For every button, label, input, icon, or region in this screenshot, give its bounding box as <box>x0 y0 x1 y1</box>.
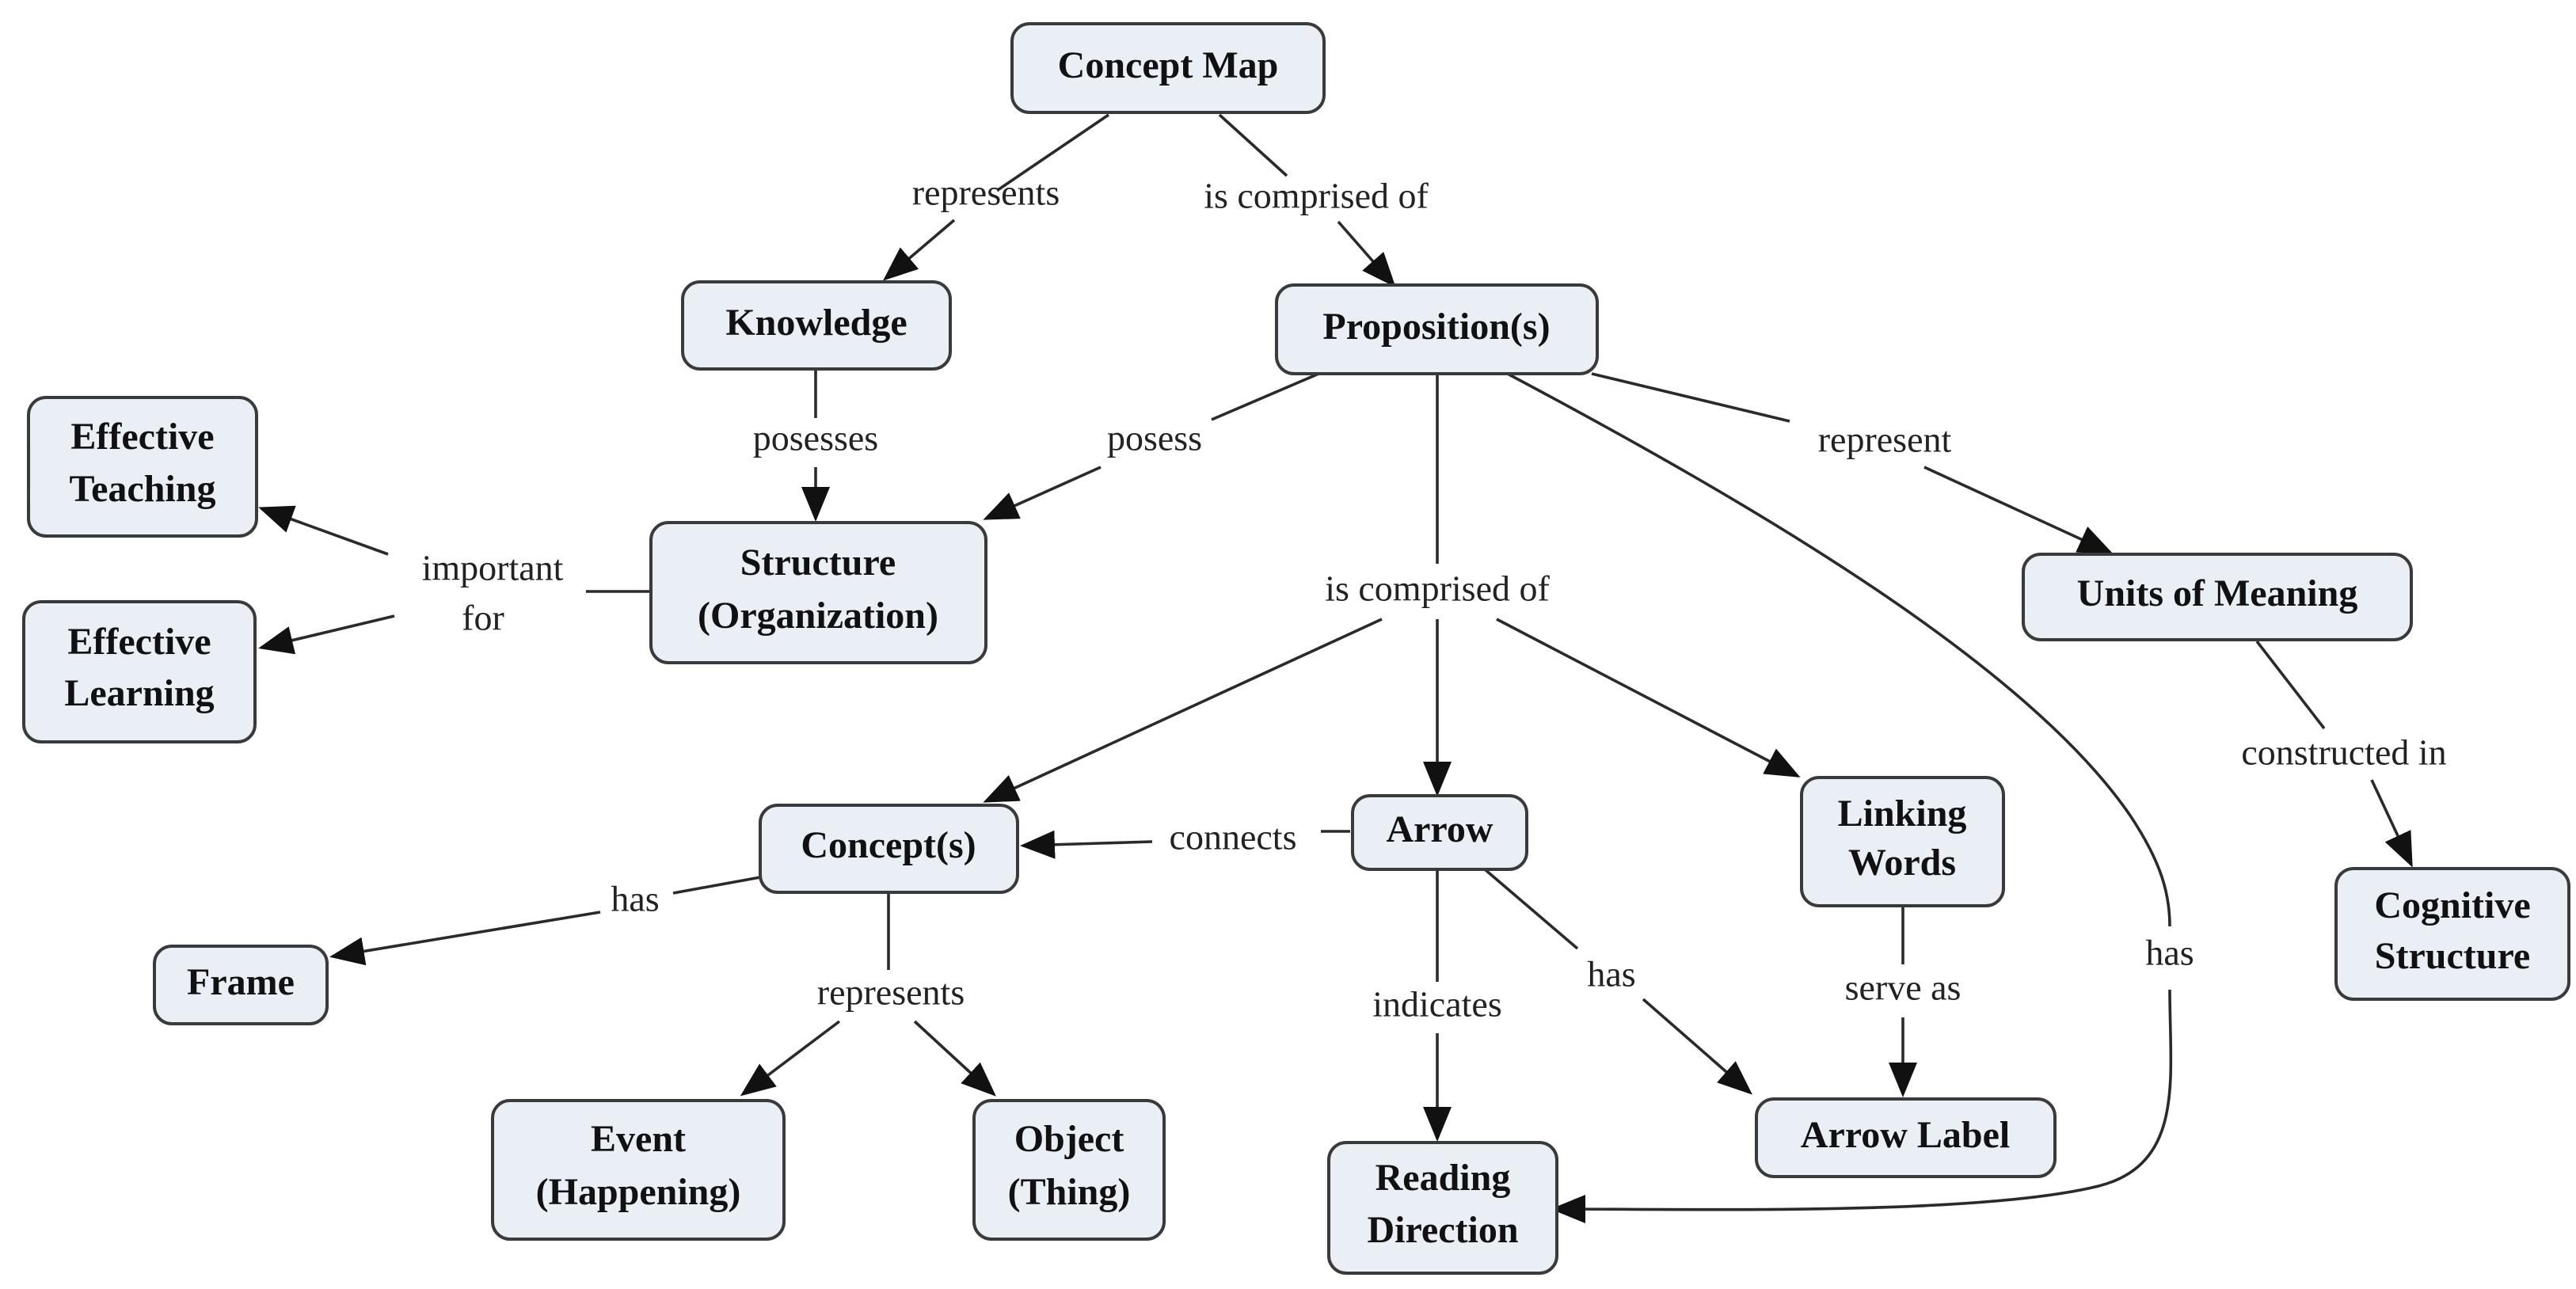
node-label-line2: (Thing) <box>1008 1171 1131 1213</box>
link-label-posess: posess <box>1107 418 1202 458</box>
edge-has-reading <box>1551 989 2173 1224</box>
node-arrow-label[interactable]: Arrow Label <box>1755 1097 2057 1178</box>
node-label-line2: (Happening) <box>536 1171 741 1213</box>
node-label: Knowledge <box>725 302 907 344</box>
link-label-represents-top: represents <box>912 173 1060 213</box>
link-labels: represents is comprised of posesses pose… <box>422 173 2447 1025</box>
edge-connects-concepts <box>1020 830 1153 859</box>
node-label-line2: Words <box>1848 842 1956 884</box>
node-knowledge[interactable]: Knowledge <box>681 280 952 371</box>
link-label-for: for <box>462 598 504 638</box>
node-label-line2: Learning <box>64 672 214 714</box>
edge-propositions-posess <box>1211 371 1323 421</box>
node-frame[interactable]: Frame <box>153 945 329 1025</box>
node-label: Proposition(s) <box>1322 306 1550 348</box>
edge-has-arrowlabel <box>1642 998 1753 1095</box>
node-label-line1: Object <box>1014 1118 1124 1160</box>
edge-comprised-concepts <box>983 618 1383 803</box>
link-label-important: important <box>422 548 564 588</box>
link-label-comprised-mid: is comprised of <box>1325 568 1550 609</box>
node-effective-learning[interactable]: Effective Learning <box>22 600 257 743</box>
edge-conceptmap-represents <box>996 113 1110 192</box>
node-propositions[interactable]: Proposition(s) <box>1275 283 1599 375</box>
edge-represents-knowledge <box>882 219 956 281</box>
edge-propositions-has <box>1504 371 2171 927</box>
node-event[interactable]: Event (Happening) <box>491 1099 786 1241</box>
node-label: Frame <box>187 961 295 1003</box>
nodes: Concept Map Knowledge Proposition(s) Eff… <box>22 22 2570 1275</box>
node-label-line2: Structure <box>2375 935 2530 977</box>
node-cognitive-structure[interactable]: Cognitive Structure <box>2334 867 2570 1001</box>
node-label: Units of Meaning <box>2077 572 2358 614</box>
node-label-line1: Reading <box>1376 1157 1511 1199</box>
edge-represents-event <box>740 1020 841 1097</box>
edges <box>258 113 2413 1224</box>
edge-importantfor-teaching <box>258 505 389 556</box>
node-label-line2: (Organization) <box>698 595 938 637</box>
link-label-has-frame: has <box>611 879 659 919</box>
link-label-constructed-in: constructed in <box>2241 732 2446 773</box>
link-label-represent: represent <box>1818 420 1952 460</box>
node-label-line2: Direction <box>1367 1209 1518 1251</box>
node-units-of-meaning[interactable]: Units of Meaning <box>2022 553 2413 641</box>
node-structure[interactable]: Structure (Organization) <box>649 521 987 664</box>
edge-propositions-represent <box>1591 372 1790 423</box>
node-concepts[interactable]: Concept(s) <box>759 804 1019 894</box>
node-object[interactable]: Object (Thing) <box>972 1099 1166 1241</box>
node-label-line1: Event <box>591 1118 686 1160</box>
edge-posess-structure <box>983 466 1102 520</box>
node-label-line1: Linking <box>1838 793 1967 835</box>
edge-units-constructed <box>2255 640 2326 730</box>
node-label: Arrow <box>1386 808 1493 850</box>
edge-conceptmap-comprised <box>1218 113 1288 177</box>
edge-represents-object <box>913 1020 996 1097</box>
edge-importantfor-learning <box>258 614 395 655</box>
node-concept-map[interactable]: Concept Map <box>1010 22 1326 114</box>
node-linking-words[interactable]: Linking Words <box>1800 776 2005 907</box>
node-label-line1: Cognitive <box>2374 884 2530 926</box>
edge-represent-units <box>1923 466 2114 554</box>
node-label: Concept Map <box>1058 44 1279 86</box>
link-label-indicates: indicates <box>1372 984 1502 1025</box>
edge-has-frame <box>329 911 601 966</box>
link-label-serve-as: serve as <box>1845 968 1961 1008</box>
edge-comprised-linkingwords <box>1496 618 1801 778</box>
edge-comprised-propositions <box>1337 220 1396 288</box>
edge-arrow-has <box>1483 868 1579 950</box>
link-label-connects: connects <box>1170 817 1297 857</box>
link-label-has-right: has <box>2145 933 2194 973</box>
node-label-line1: Effective <box>67 621 211 663</box>
node-effective-teaching[interactable]: Effective Teaching <box>27 396 258 538</box>
link-label-posesses: posesses <box>753 418 878 458</box>
node-arrow[interactable]: Arrow <box>1351 794 1528 871</box>
link-label-represents-concept: represents <box>817 972 965 1013</box>
node-reading-direction[interactable]: Reading Direction <box>1327 1141 1558 1275</box>
node-label: Concept(s) <box>801 824 976 866</box>
edge-concepts-has <box>672 876 761 895</box>
node-label-line1: Structure <box>740 542 896 584</box>
node-label: Arrow Label <box>1801 1114 2010 1156</box>
edge-constructed-cognitive <box>2370 779 2413 868</box>
node-label-line2: Teaching <box>70 468 216 510</box>
node-label-line1: Effective <box>70 416 214 458</box>
link-label-comprised-top: is comprised of <box>1204 176 1429 216</box>
link-label-has-arrow: has <box>1587 954 1635 994</box>
